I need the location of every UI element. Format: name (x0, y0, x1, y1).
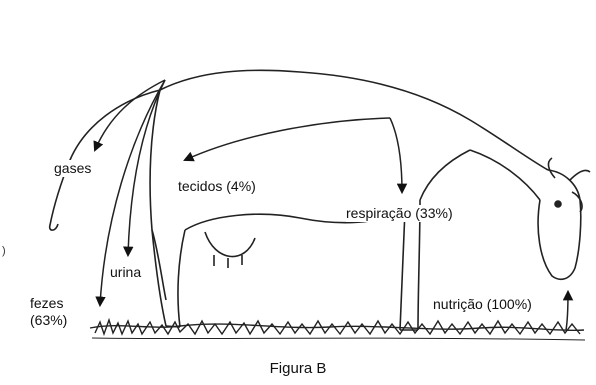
label-respiracao: respiração (33%) (346, 205, 453, 222)
nutricao-arrow (566, 292, 568, 330)
urina-arrow (128, 80, 165, 255)
tecidos-arrow (185, 118, 390, 160)
cow-outline (50, 70, 590, 330)
respiracao-arrow (390, 118, 402, 192)
label-fezes-line1: fezes (30, 295, 63, 311)
ground-grass (90, 320, 585, 340)
label-fezes: fezes (63%) (30, 295, 80, 329)
label-urina: urina (110, 264, 141, 281)
flow-arrows (95, 80, 568, 330)
label-tecidos: tecidos (4%) (178, 178, 256, 195)
figure-caption: Figura B (0, 360, 596, 377)
label-fezes-line2: (63%) (30, 312, 67, 328)
label-gases: gases (54, 160, 91, 177)
label-nutricao: nutrição (100%) (433, 296, 532, 313)
edge-paren: ) (2, 245, 6, 257)
